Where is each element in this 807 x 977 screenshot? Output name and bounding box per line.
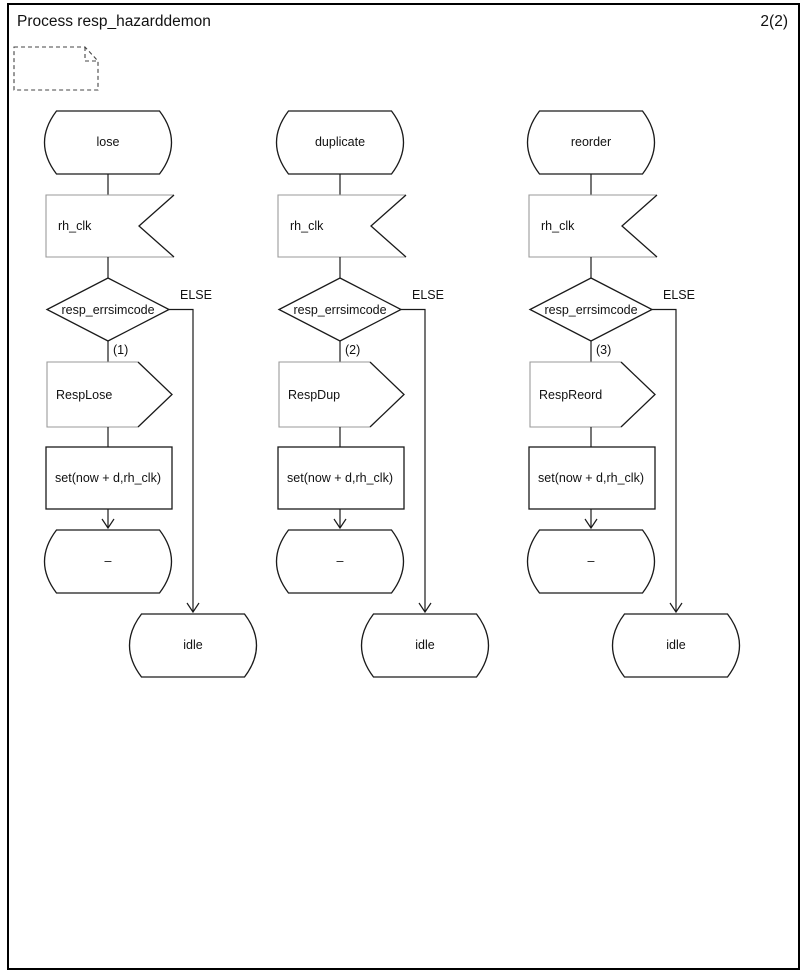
else-state-label: idle <box>415 638 435 652</box>
output-label: RespDup <box>288 388 340 402</box>
output-label: RespReord <box>539 388 602 402</box>
comment-text-symbol <box>13 46 99 91</box>
else-state-label: idle <box>666 638 686 652</box>
state-label: duplicate <box>315 135 365 149</box>
else-label: ELSE <box>412 288 444 302</box>
state-label: lose <box>97 135 120 149</box>
else-connector-line <box>652 308 677 612</box>
input-label: rh_clk <box>541 219 575 233</box>
decision-label: resp_errsimcode <box>61 303 154 317</box>
next-state-label: – <box>588 554 595 568</box>
task-label: set(now + d,rh_clk) <box>538 471 644 485</box>
branch-column-duplicate: duplicate rh_clk resp_errsimcode ELSE (2… <box>275 110 490 678</box>
state-label: reorder <box>571 135 611 149</box>
else-label: ELSE <box>663 288 695 302</box>
comment-fold-icon <box>84 47 98 62</box>
answer-label: (1) <box>113 343 128 357</box>
answer-label: (3) <box>596 343 611 357</box>
next-state-label: – <box>105 554 112 568</box>
task-label: set(now + d,rh_clk) <box>55 471 161 485</box>
comment-outline <box>13 46 99 91</box>
answer-label: (2) <box>345 343 360 357</box>
decision-label: resp_errsimcode <box>293 303 386 317</box>
output-label: RespLose <box>56 388 112 402</box>
page-number: 2(2) <box>760 13 788 30</box>
else-state-label: idle <box>183 638 203 652</box>
input-label: rh_clk <box>290 219 324 233</box>
else-connector-line <box>169 308 194 612</box>
input-label: rh_clk <box>58 219 92 233</box>
next-state-label: – <box>337 554 344 568</box>
task-label: set(now + d,rh_clk) <box>287 471 393 485</box>
branch-column-reorder: reorder rh_clk resp_errsimcode ELSE (3) … <box>526 110 741 678</box>
else-connector-line <box>401 308 426 612</box>
page-title: Process resp_hazarddemon <box>17 13 211 30</box>
decision-label: resp_errsimcode <box>544 303 637 317</box>
branch-column-lose: lose rh_clk resp_errsimcode ELSE (1) Res… <box>43 110 258 678</box>
else-label: ELSE <box>180 288 212 302</box>
